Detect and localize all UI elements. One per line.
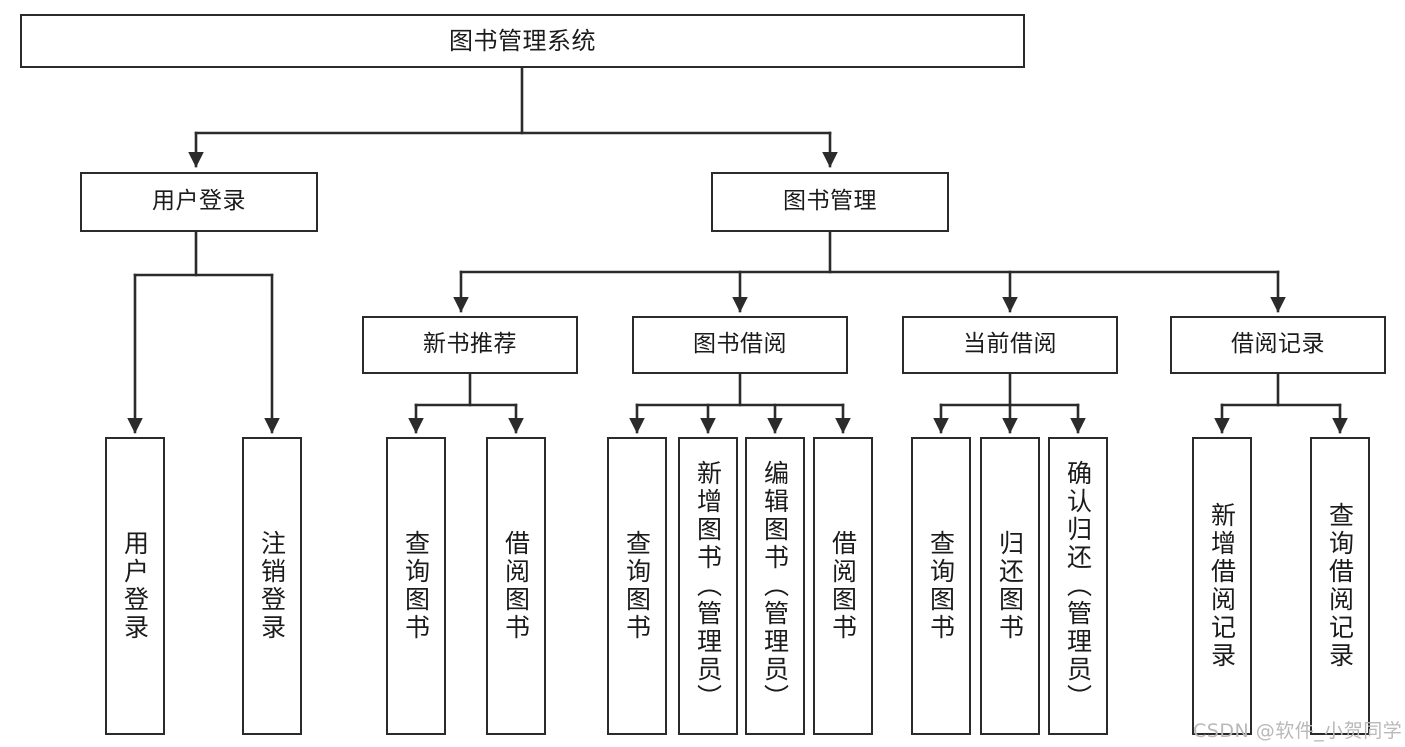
- node-label: 新增借阅记录: [1207, 502, 1237, 670]
- node-label: 图书管理: [783, 188, 877, 215]
- node-label: 查询借阅记录: [1325, 502, 1355, 670]
- node-label: 图书管理系统: [449, 26, 596, 55]
- node-leaf-query-borrow-record[interactable]: 查询借阅记录: [1310, 437, 1370, 735]
- node-new-book-recommend[interactable]: 新书推荐: [362, 316, 578, 374]
- node-leaf-query-books-recommend[interactable]: 查询图书: [386, 437, 446, 735]
- node-label: 编辑图书（管理员）: [760, 460, 790, 712]
- node-label: 当前借阅: [963, 331, 1057, 358]
- node-label: 新增图书（管理员）: [693, 460, 723, 712]
- node-label: 查询图书: [622, 530, 652, 642]
- node-label: 借阅记录: [1231, 331, 1325, 358]
- node-label: 查询图书: [926, 530, 956, 642]
- node-label: 确认归还（管理员）: [1063, 460, 1093, 712]
- node-book-management[interactable]: 图书管理: [711, 172, 949, 232]
- node-leaf-confirm-return-admin[interactable]: 确认归还（管理员）: [1048, 437, 1108, 735]
- node-leaf-query-books-current[interactable]: 查询图书: [911, 437, 971, 735]
- node-label: 归还图书: [995, 530, 1025, 642]
- node-root-book-management-system[interactable]: 图书管理系统: [20, 14, 1025, 68]
- node-leaf-query-books-borrow[interactable]: 查询图书: [607, 437, 667, 735]
- node-leaf-edit-book-admin[interactable]: 编辑图书（管理员）: [745, 437, 805, 735]
- node-leaf-logout[interactable]: 注销登录: [242, 437, 302, 735]
- node-label: 图书借阅: [693, 331, 787, 358]
- node-leaf-return-books[interactable]: 归还图书: [980, 437, 1040, 735]
- node-label: 借阅图书: [501, 530, 531, 642]
- node-label: 新书推荐: [423, 331, 517, 358]
- node-label: 用户登录: [152, 188, 246, 215]
- node-leaf-add-book-admin[interactable]: 新增图书（管理员）: [678, 437, 738, 735]
- node-leaf-borrow-books[interactable]: 借阅图书: [813, 437, 873, 735]
- node-borrow-records[interactable]: 借阅记录: [1170, 316, 1386, 374]
- node-label: 借阅图书: [828, 530, 858, 642]
- node-leaf-add-borrow-record[interactable]: 新增借阅记录: [1192, 437, 1252, 735]
- node-book-borrow[interactable]: 图书借阅: [632, 316, 848, 374]
- node-leaf-borrow-books-recommend[interactable]: 借阅图书: [486, 437, 546, 735]
- watermark: CSDN @软件_小贺同学: [1193, 720, 1403, 742]
- node-current-borrow[interactable]: 当前借阅: [902, 316, 1118, 374]
- node-label: 用户登录: [120, 530, 150, 642]
- node-label: 注销登录: [257, 530, 287, 642]
- node-label: 查询图书: [401, 530, 431, 642]
- node-user-login[interactable]: 用户登录: [80, 172, 318, 232]
- node-leaf-user-login[interactable]: 用户登录: [105, 437, 165, 735]
